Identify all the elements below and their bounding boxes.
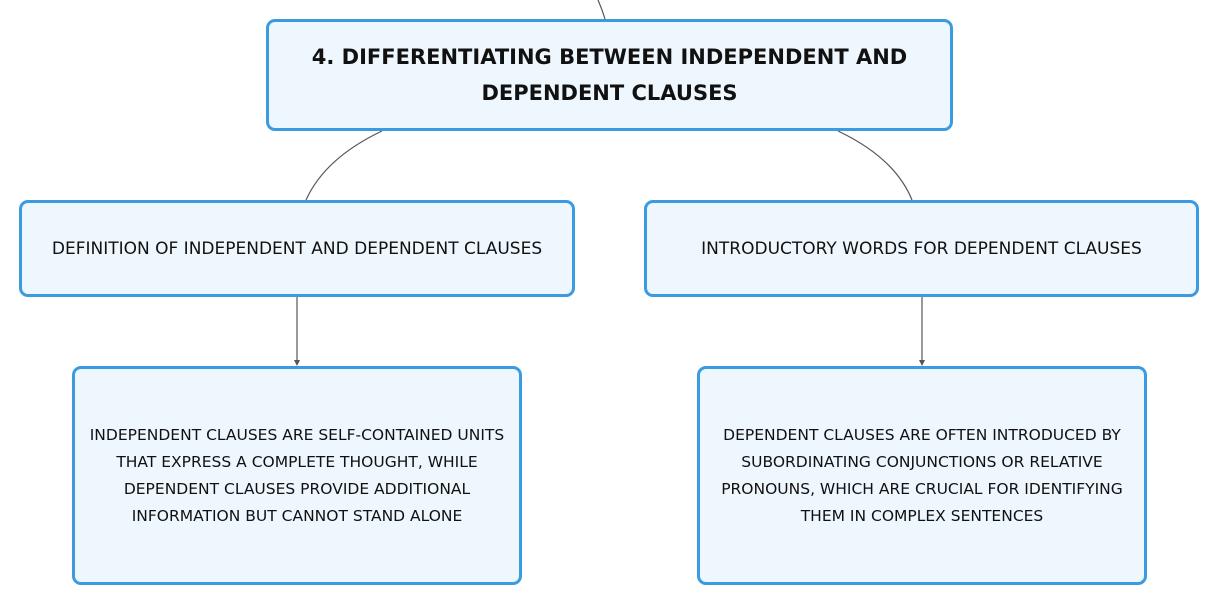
detail-node-introductory-words[interactable]: DEPENDENT CLAUSES ARE OFTEN INTRODUCED B… [697,366,1147,585]
subtopic-label-definition: DEFINITION OF INDEPENDENT AND DEPENDENT … [51,238,543,259]
connector-root-to-left [305,130,383,201]
root-topic-label: 4. DIFFERENTIATING BETWEEN INDEPENDENT A… [311,45,908,105]
connector-right-arrowhead [919,360,925,366]
subtopic-node-introductory-words[interactable]: INTRODUCTORY WORDS FOR DEPENDENT CLAUSES [644,200,1199,297]
root-topic-node[interactable]: 4. DIFFERENTIATING BETWEEN INDEPENDENT A… [266,19,953,131]
connector-parent-to-root [597,0,606,20]
detail-text-introductory-words: DEPENDENT CLAUSES ARE OFTEN INTRODUCED B… [721,425,1123,525]
subtopic-label-introductory-words: INTRODUCTORY WORDS FOR DEPENDENT CLAUSES [701,238,1142,259]
detail-node-definition[interactable]: INDEPENDENT CLAUSES ARE SELF-CONTAINED U… [72,366,522,585]
connector-root-to-right [837,130,913,201]
detail-text-definition: INDEPENDENT CLAUSES ARE SELF-CONTAINED U… [89,425,505,525]
connector-left-arrowhead [294,360,300,366]
subtopic-node-definition[interactable]: DEFINITION OF INDEPENDENT AND DEPENDENT … [19,200,575,297]
